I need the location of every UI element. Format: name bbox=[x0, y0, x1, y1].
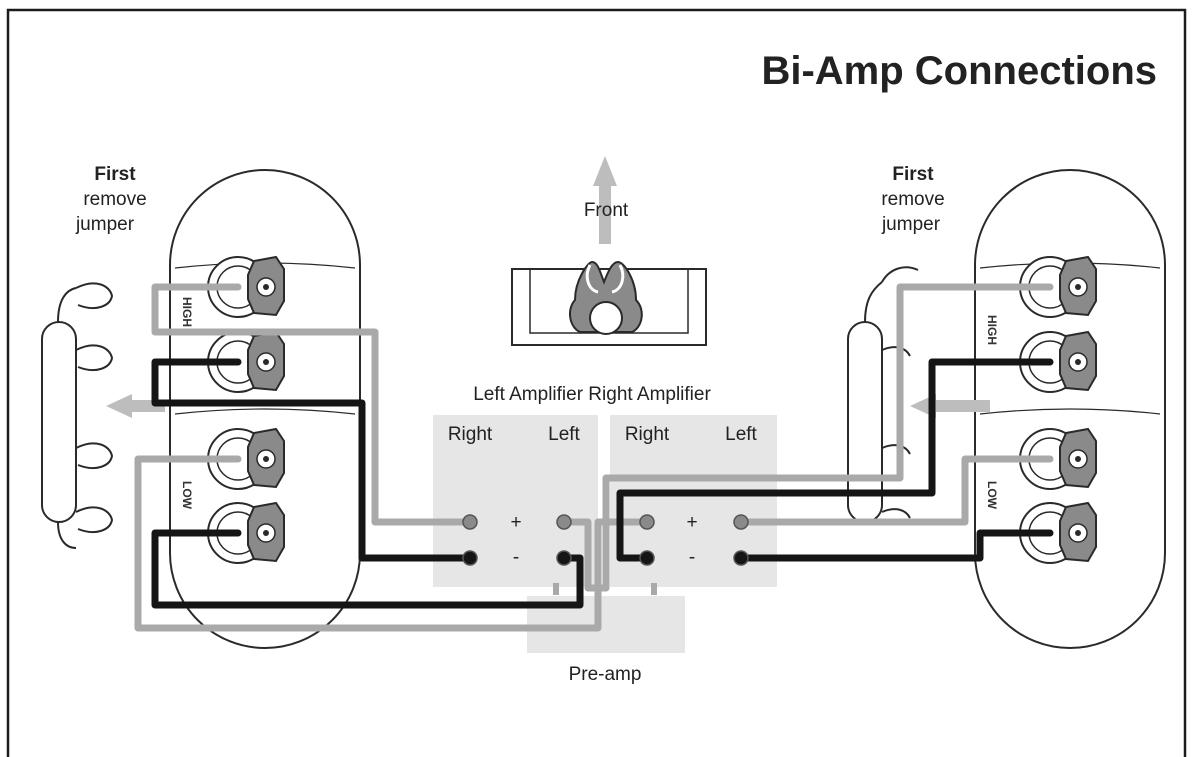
left-amp-left-positive-terminal bbox=[556, 514, 572, 530]
left-amp-minus-sign: - bbox=[513, 547, 519, 568]
wire-right-high-negative bbox=[616, 358, 1054, 562]
left-jumper-icon bbox=[41, 282, 114, 549]
left-amp-plus-sign: + bbox=[510, 512, 521, 533]
right-speaker: HIGH LOW bbox=[974, 169, 1166, 649]
wire-left-low-negative bbox=[151, 529, 584, 609]
left-amp-right-negative-terminal bbox=[462, 550, 478, 566]
listener-couch-icon bbox=[511, 260, 707, 346]
left-amp-right-positive-terminal bbox=[462, 514, 478, 530]
right-speaker-low-label: LOW bbox=[985, 481, 999, 510]
amplifier-header: Left Amplifier Right Amplifier bbox=[473, 384, 711, 405]
right-amp-right-positive-terminal bbox=[639, 514, 655, 530]
left-instruction-jumper: jumper bbox=[75, 214, 135, 235]
preamp-right-stub bbox=[651, 583, 657, 595]
wire-right-low-negative bbox=[737, 529, 1054, 562]
left-instruction-first: First bbox=[94, 164, 136, 185]
right-speaker-high-label: HIGH bbox=[985, 315, 999, 345]
amp-terminals bbox=[462, 514, 749, 566]
right-amp-right-label: Right bbox=[625, 424, 670, 445]
right-amp-left-positive-terminal bbox=[733, 514, 749, 530]
page-title: Bi-Amp Connections bbox=[761, 49, 1157, 93]
right-amp-left-label: Left bbox=[725, 424, 757, 445]
wire-left-high-positive bbox=[151, 283, 474, 526]
right-instruction-first: First bbox=[892, 164, 934, 185]
preamp-left-stub bbox=[553, 583, 559, 595]
front-arrow-icon bbox=[593, 156, 617, 244]
wire-left-high-negative bbox=[151, 358, 474, 562]
front-label: Front bbox=[584, 200, 629, 221]
left-speaker-low-label: LOW bbox=[180, 481, 194, 510]
left-instruction-remove: remove bbox=[83, 189, 146, 210]
left-amp-left-negative-terminal bbox=[556, 550, 572, 566]
right-instruction-jumper: jumper bbox=[881, 214, 941, 235]
left-amp-right-label: Right bbox=[448, 424, 493, 445]
left-jumper-arrow-icon bbox=[106, 394, 165, 418]
right-amp-right-negative-terminal bbox=[639, 550, 655, 566]
left-speaker: HIGH LOW bbox=[169, 169, 361, 649]
preamp-label: Pre-amp bbox=[569, 664, 642, 685]
right-instruction-remove: remove bbox=[881, 189, 944, 210]
right-amp-plus-sign: + bbox=[686, 512, 697, 533]
right-amp-minus-sign: - bbox=[689, 547, 695, 568]
wire-right-low-positive bbox=[737, 455, 1054, 526]
wire-right-high-positive bbox=[560, 283, 1054, 592]
right-amp-left-negative-terminal bbox=[733, 550, 749, 566]
left-speaker-high-label: HIGH bbox=[180, 297, 194, 327]
left-amp-left-label: Left bbox=[548, 424, 580, 445]
